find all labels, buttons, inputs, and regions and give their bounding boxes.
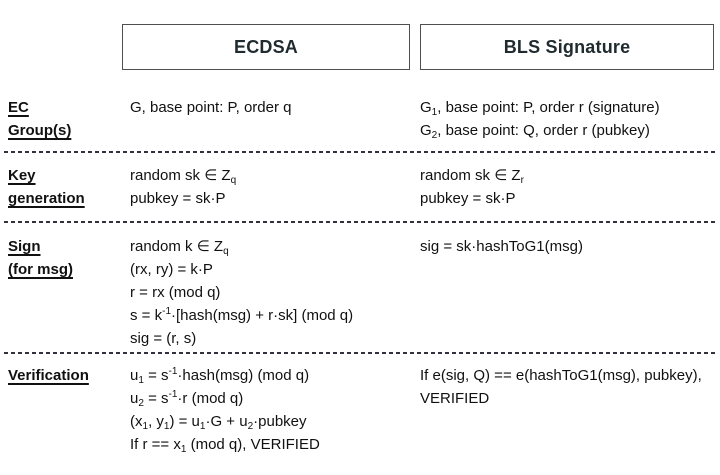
text-line: sig = (r, s) xyxy=(130,330,197,347)
text-line: (rx, ry) = k·P xyxy=(130,261,213,278)
text-line: Verification xyxy=(8,367,89,384)
cell-bls-sign: sig = sk·hashToG1(msg) xyxy=(412,235,720,350)
text-line: generation xyxy=(8,190,85,207)
cell-bls-ec-groups: G1, base point: P, order r (signature) G2… xyxy=(412,96,720,142)
text-line: VERIFIED xyxy=(420,390,490,407)
column-header-bls-label: BLS Signature xyxy=(503,36,631,57)
text-line: If r == x1 (mod q), VERIFIED xyxy=(130,436,320,455)
text-line: pubkey = sk·P xyxy=(420,190,516,207)
row-label-sign: Sign (for msg) xyxy=(0,235,122,350)
text-line: u2 = s-1·r (mod q) xyxy=(130,389,244,409)
cell-bls-key-generation: random sk ∈ Zr pubkey = sk·P xyxy=(412,164,720,210)
text-line: G1, base point: P, order r (signature) xyxy=(420,99,660,118)
row-separator-dashed xyxy=(4,352,716,354)
cell-ecdsa-key-generation: random sk ∈ Zq pubkey = sk·P xyxy=(122,164,412,210)
text-line: u1 = s-1·hash(msg) (mod q) xyxy=(130,366,310,386)
text-line: Key xyxy=(8,167,36,184)
column-header-box-ecdsa: ECDSA xyxy=(122,24,410,70)
cell-ecdsa-sign: random k ∈ Zq (rx, ry) = k·P r = rx (mod q… xyxy=(122,235,412,350)
text-line: Group(s) xyxy=(8,122,72,139)
cell-bls-verification: If e(sig, Q) == e(hashToG1(msg), pubkey)… xyxy=(412,364,720,456)
text-line: EC xyxy=(8,99,29,116)
text-line: sig = sk·hashToG1(msg) xyxy=(420,238,583,255)
column-header-box-bls: BLS Signature xyxy=(420,24,714,70)
text-line: (for msg) xyxy=(8,261,73,278)
text-line: s = k-1·[hash(msg) + r·sk] (mod q) xyxy=(130,306,354,325)
text-line: If e(sig, Q) == e(hashToG1(msg), pubkey)… xyxy=(420,367,702,384)
table-row-sign: Sign (for msg) random k ∈ Zq (rx, ry) = k·… xyxy=(0,235,720,350)
text-line: random sk ∈ Zr xyxy=(420,167,524,186)
row-separator-dashed xyxy=(4,221,716,223)
cell-ecdsa-verification: u1 = s-1·hash(msg) (mod q) u2 = s-1·r (mo… xyxy=(122,364,412,456)
table-row-key-generation: Key generation random sk ∈ Zq pubkey = sk·… xyxy=(0,164,720,210)
row-label-verification: Verification xyxy=(0,364,122,456)
text-line: (x1, y1) = u1·G + u2·pubkey xyxy=(130,413,307,432)
row-separator-dashed xyxy=(4,151,716,153)
text-line: random sk ∈ Zq xyxy=(130,167,237,186)
text-line: Sign xyxy=(8,238,41,255)
table-row-verification: Verification u1 = s-1·hash(msg) (mod q)u… xyxy=(0,364,720,456)
column-header-ecdsa-label: ECDSA xyxy=(233,36,298,57)
text-line: G, base point: P, order q xyxy=(130,99,292,116)
text-line: r = rx (mod q) xyxy=(130,284,221,301)
row-label-ec-groups: EC Group(s) xyxy=(0,96,122,142)
text-line: pubkey = sk·P xyxy=(130,190,226,207)
cell-ecdsa-ec-groups: G, base point: P, order q xyxy=(122,96,412,142)
text-line: random k ∈ Zq xyxy=(130,238,229,257)
row-label-key-generation: Key generation xyxy=(0,164,122,210)
text-line: G2, base point: Q, order r (pubkey) xyxy=(420,122,650,141)
table-row-ec-groups: EC Group(s) G, base point: P, order q G1,… xyxy=(0,96,720,142)
